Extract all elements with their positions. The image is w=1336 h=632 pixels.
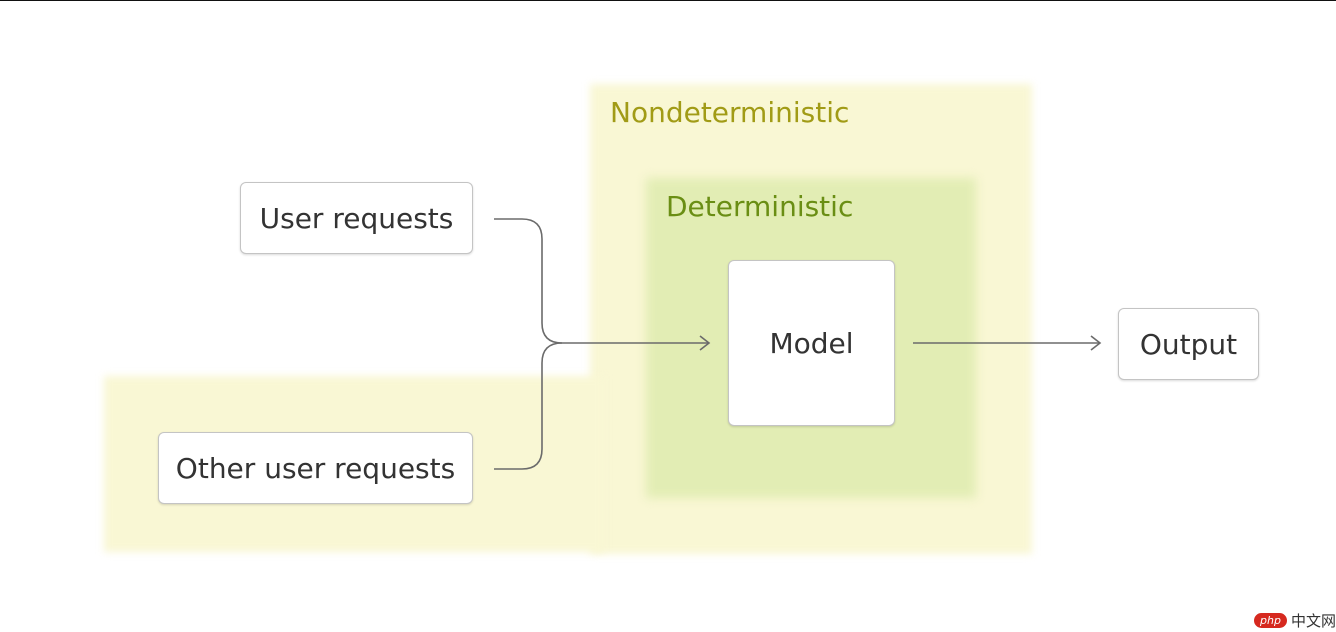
output-arrowhead <box>1090 335 1102 351</box>
user-requests-node: User requests <box>240 182 473 254</box>
user-requests-connector <box>494 218 708 344</box>
nondeterministic-label: Nondeterministic <box>610 96 850 129</box>
model-node: Model <box>728 260 895 426</box>
watermark: php 中文网 <box>1254 610 1336 631</box>
watermark-text: 中文网 <box>1290 612 1336 630</box>
top-border <box>0 0 1336 1</box>
other-requests-connector <box>494 342 563 470</box>
deterministic-label: Deterministic <box>666 190 854 223</box>
watermark-badge: php <box>1254 613 1287 628</box>
model-input-arrowhead <box>699 335 711 351</box>
output-node: Output <box>1118 308 1259 380</box>
other-user-requests-node: Other user requests <box>158 432 473 504</box>
